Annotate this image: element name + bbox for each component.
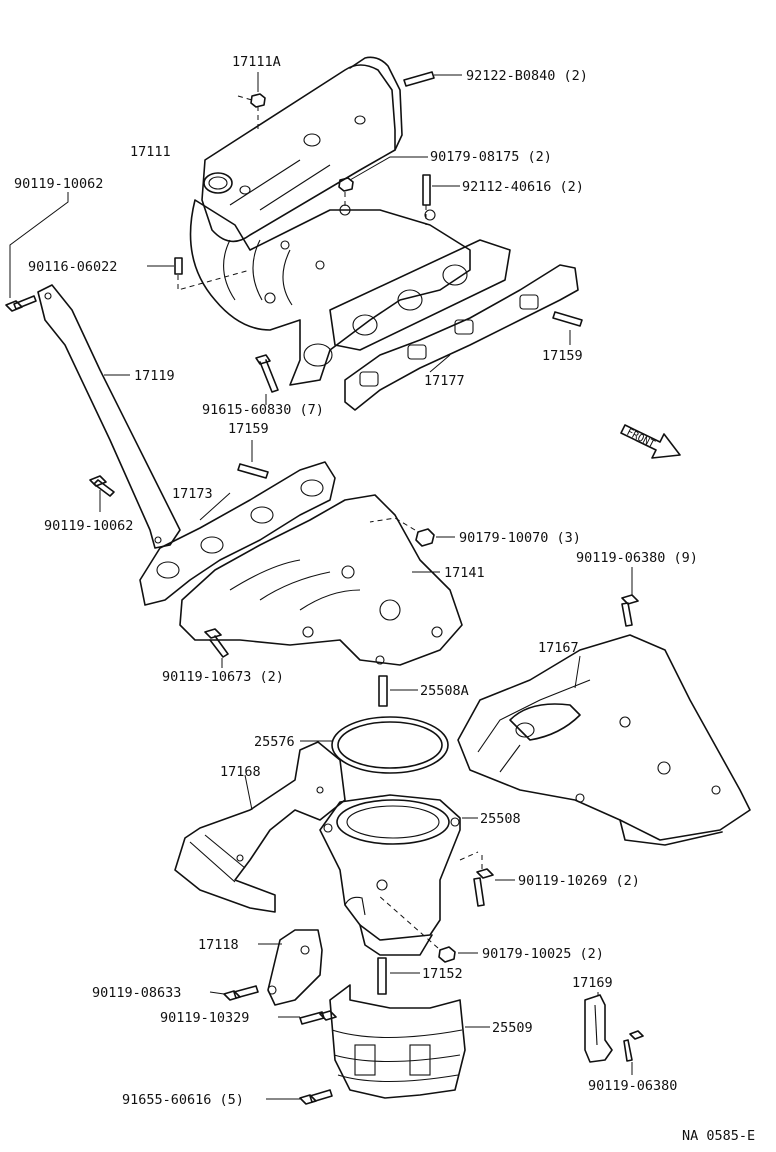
front-direction-arrow: FRONT	[620, 424, 681, 459]
nut-90179-10025	[377, 894, 478, 963]
label-90119-10062-top: 90119-10062	[14, 176, 103, 192]
front-arrow-label: FRONT	[625, 427, 657, 450]
stud-92112-40616	[422, 174, 460, 225]
bolt-91655-60616	[266, 1089, 333, 1105]
stud-90116-06022	[147, 257, 251, 291]
label-90119-10329: 90119-10329	[160, 1010, 249, 1026]
label-90179-10025: 90179-10025 (2)	[482, 946, 604, 962]
label-17167: 17167	[538, 640, 579, 656]
bolt-90119-06380	[623, 1030, 644, 1075]
insulator-17169	[584, 992, 613, 1063]
label-17111a: 17111A	[232, 54, 281, 70]
exhaust-manifold-17141	[179, 494, 463, 666]
label-90119-10269: 90119-10269 (2)	[518, 873, 640, 889]
label-17159-right: 17159	[542, 348, 583, 364]
label-25508a: 25508A	[420, 683, 469, 699]
label-17119: 17119	[134, 368, 175, 384]
label-90119-10062-low: 90119-10062	[44, 518, 133, 534]
label-25508: 25508	[480, 811, 521, 827]
gasket-17177	[344, 264, 579, 411]
label-17152: 17152	[422, 966, 463, 982]
label-25509: 25509	[492, 1020, 533, 1036]
label-90116-06022: 90116-06022	[28, 259, 117, 275]
nut-90179-10070	[369, 517, 455, 547]
bolt-90119-06380-9	[621, 567, 639, 627]
label-92122-b0840: 92122-B0840 (2)	[466, 68, 588, 84]
label-17173: 17173	[172, 486, 213, 502]
stud-17159-mid	[237, 440, 269, 479]
bolt-90119-08633	[209, 985, 259, 1001]
bolt-90119-10062-low	[89, 475, 115, 512]
bolt-90119-10673	[204, 628, 229, 668]
label-90119-08633: 90119-08633	[92, 985, 181, 1001]
gasket-ring-25576	[300, 716, 449, 774]
callout-labels: 17111A 92122-B0840 (2) 17111 90179-08175…	[14, 54, 755, 1144]
nut-90179-08175	[338, 156, 428, 210]
label-17118: 17118	[198, 937, 239, 953]
label-90179-08175: 90179-08175 (2)	[430, 149, 552, 165]
stud-17152	[377, 957, 420, 995]
bolt-90119-10329	[278, 1010, 337, 1025]
label-92112-40616: 92112-40616 (2)	[462, 179, 584, 195]
label-90179-10070: 90179-10070 (3)	[459, 530, 581, 546]
label-17168: 17168	[220, 764, 261, 780]
bracket-17118	[258, 929, 323, 1006]
heat-insulator-17111	[201, 56, 403, 243]
label-17177: 17177	[424, 373, 465, 389]
label-90119-10673: 90119-10673 (2)	[162, 669, 284, 685]
bolt-90119-10062-top	[5, 192, 69, 312]
gasket-17173	[139, 461, 336, 606]
bolt-91615-60830	[255, 354, 279, 405]
label-17159-mid: 17159	[228, 421, 269, 437]
heat-insulator-17167	[457, 634, 751, 846]
label-17169: 17169	[572, 975, 613, 991]
label-91615-60830: 91615-60830 (7)	[202, 402, 324, 418]
label-17141: 17141	[444, 565, 485, 581]
footer-code: NA 0585-E	[682, 1128, 755, 1144]
label-17111: 17111	[130, 144, 171, 160]
catalytic-converter-25508	[319, 794, 478, 956]
label-90119-06380-9: 90119-06380 (9)	[576, 550, 698, 566]
label-90119-06380: 90119-06380	[588, 1078, 677, 1094]
exhaust-manifold-upper	[189, 199, 511, 386]
stud-17159-right	[552, 311, 583, 345]
bolt-92122-b0840	[403, 71, 462, 87]
label-91655-60616: 91655-60616 (5)	[122, 1092, 244, 1108]
nut-17111a	[237, 72, 266, 130]
stud-25508a	[378, 675, 418, 707]
insulator-bracket-17168	[174, 741, 346, 913]
manifold-stay-17119	[37, 284, 181, 549]
bolt-90119-10269	[459, 851, 515, 907]
heat-insulator-25509	[329, 984, 490, 1099]
label-25576: 25576	[254, 734, 295, 750]
